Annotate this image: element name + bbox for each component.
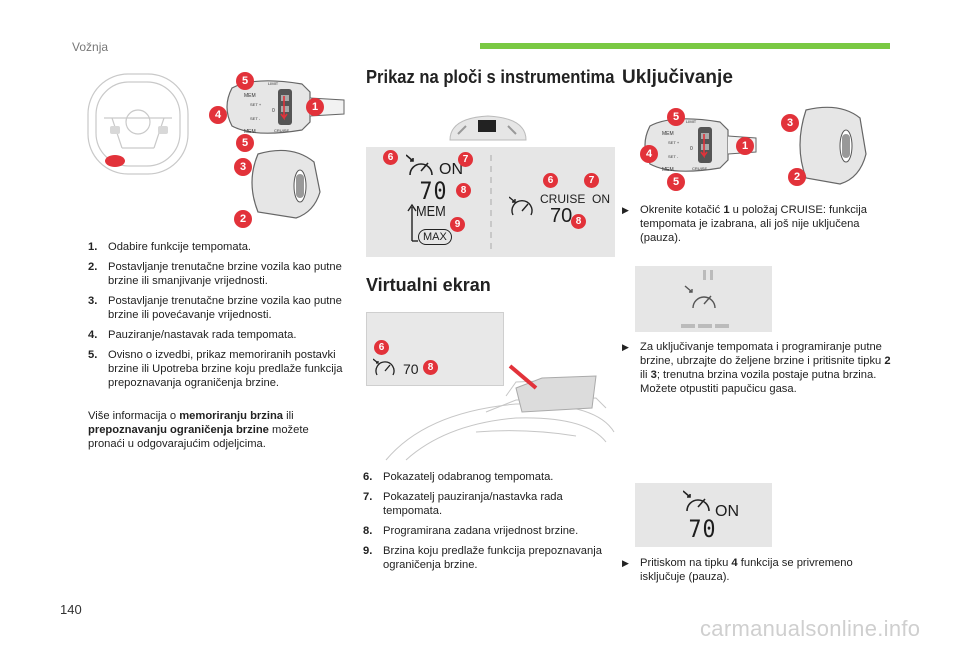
section-color-bar [480, 43, 890, 49]
callout-2: 2 [234, 210, 252, 228]
instrument-cluster-icon [449, 115, 527, 141]
left-display-status: ON [439, 161, 463, 178]
lever-limit-label: LIMIT [268, 81, 279, 86]
bullet-triangle-icon: ▶ [622, 558, 629, 568]
callout-6: 6 [374, 340, 389, 355]
left-display-mem: MEM [416, 203, 446, 220]
list-item: 1.Odabire funkcije tempomata. [88, 241, 252, 253]
list-item: 2.Postavljanje trenutačne brzine vozila … [88, 261, 342, 287]
callout-2: 2 [788, 168, 806, 186]
instruction-step-2: ▶Za uključivanje tempomata i programiran… [622, 341, 891, 395]
callout-4: 4 [209, 106, 227, 124]
virtual-display-panel: 70 [366, 312, 504, 386]
callout-8: 8 [456, 183, 471, 198]
callout-9: 9 [450, 217, 465, 232]
more-info-paragraph: Više informacija o memoriranju brzina il… [88, 410, 309, 450]
svg-text:MEM: MEM [662, 167, 674, 173]
watermark: carmanualsonline.info [700, 616, 921, 641]
callout-1: 1 [306, 98, 324, 116]
virtual-display-speed: 70 [403, 361, 419, 377]
lever-legend-list: 1.Odabire funkcije tempomata. 2.Postavlj… [88, 240, 348, 396]
paused-display-panel [635, 266, 772, 332]
callout-3: 3 [781, 114, 799, 132]
lever-mem-bottom-label: MEM [244, 129, 256, 135]
left-display-max: MAX [418, 229, 452, 245]
bullet-triangle-icon: ▶ [622, 205, 629, 215]
paused-cruise-gauge-icon [681, 270, 729, 328]
callout-8: 8 [423, 360, 438, 375]
page-number: 140 [60, 602, 82, 617]
instruction-step-1: ▶Okrenite kotačić 1 u položaj CRUISE: fu… [622, 204, 867, 244]
callout-6: 6 [543, 173, 558, 188]
left-display-speed: 70 [419, 177, 448, 205]
cruise-control-gauge-icon [373, 358, 395, 376]
steering-wheel-illustration: MEM LIMIT SET + SET - 0 CRUISE MEM [87, 73, 345, 219]
callout-4: 4 [640, 145, 658, 163]
instrument-display-panel: ON 70 MEM MAX CRUISE ON 70 [366, 147, 615, 257]
right-display-status: CRUISE ON [540, 192, 611, 206]
lever-mem-top-label: MEM [244, 93, 256, 99]
head-up-display-illustration [385, 364, 615, 461]
callout-6: 6 [383, 150, 398, 165]
callout-5-top: 5 [236, 72, 254, 90]
list-item: 5.Ovisno o izvedbi, prikaz memoriranih p… [88, 349, 343, 389]
section-label: Vožnja [72, 40, 109, 54]
callout-8: 8 [571, 214, 586, 229]
switch-on-heading: Uključivanje [622, 67, 733, 88]
lever-zero-label: 0 [272, 108, 275, 114]
lever-cruise-label: CRUISE [274, 128, 289, 133]
cruise-control-gauge-icon [406, 154, 433, 176]
list-item: 6.Pokazatelj odabranog tempomata. [363, 471, 554, 483]
right-display-speed: 70 [550, 205, 573, 227]
lever-set-plus-label: SET + [250, 102, 262, 107]
svg-text:LIMIT: LIMIT [686, 119, 697, 124]
callout-7: 7 [584, 173, 599, 188]
lever-set-minus-label: SET - [250, 116, 261, 121]
active-display-panel: ON 70 [635, 483, 772, 547]
cruise-lever-illustration: MEM LIMIT SET + SET - 0 CRUISE MEM [644, 106, 867, 185]
bullet-triangle-icon: ▶ [622, 342, 629, 352]
list-item: 8.Programirana zadana vrijednost brzine. [363, 525, 579, 537]
display-legend-list: 6.Pokazatelj odabranog tempomata. 7.Poka… [363, 470, 608, 578]
callout-5-top: 5 [667, 108, 685, 126]
callout-5-bottom: 5 [236, 134, 254, 152]
list-item: 3.Postavljanje trenutačne brzine vozila … [88, 295, 342, 321]
cruise-control-gauge-icon [683, 490, 710, 512]
instrument-panel-heading: Prikaz na ploči s instrumentima [366, 67, 615, 87]
cruise-control-gauge-icon [509, 196, 533, 216]
svg-text:SET -: SET - [668, 154, 679, 159]
callout-1: 1 [736, 137, 754, 155]
svg-text:CRUISE: CRUISE [692, 166, 707, 171]
instruction-step-3: ▶Pritiskom na tipku 4 funkcija se privre… [622, 557, 853, 583]
svg-text:MEM: MEM [662, 131, 674, 137]
svg-text:0: 0 [690, 146, 693, 152]
virtual-display-heading: Virtualni ekran [366, 275, 491, 295]
active-display-status: ON [715, 503, 739, 520]
svg-text:SET +: SET + [668, 140, 680, 145]
list-item: 4.Pauziranje/nastavak rada tempomata. [88, 329, 297, 341]
callout-5-bottom: 5 [667, 173, 685, 191]
list-item: 9.Brzina koju predlaže funkcija prepozna… [363, 545, 602, 571]
callout-3: 3 [234, 158, 252, 176]
active-display-speed: 70 [688, 515, 717, 543]
list-item: 7.Pokazatelj pauziranja/nastavka rada te… [363, 491, 563, 517]
callout-7: 7 [458, 152, 473, 167]
